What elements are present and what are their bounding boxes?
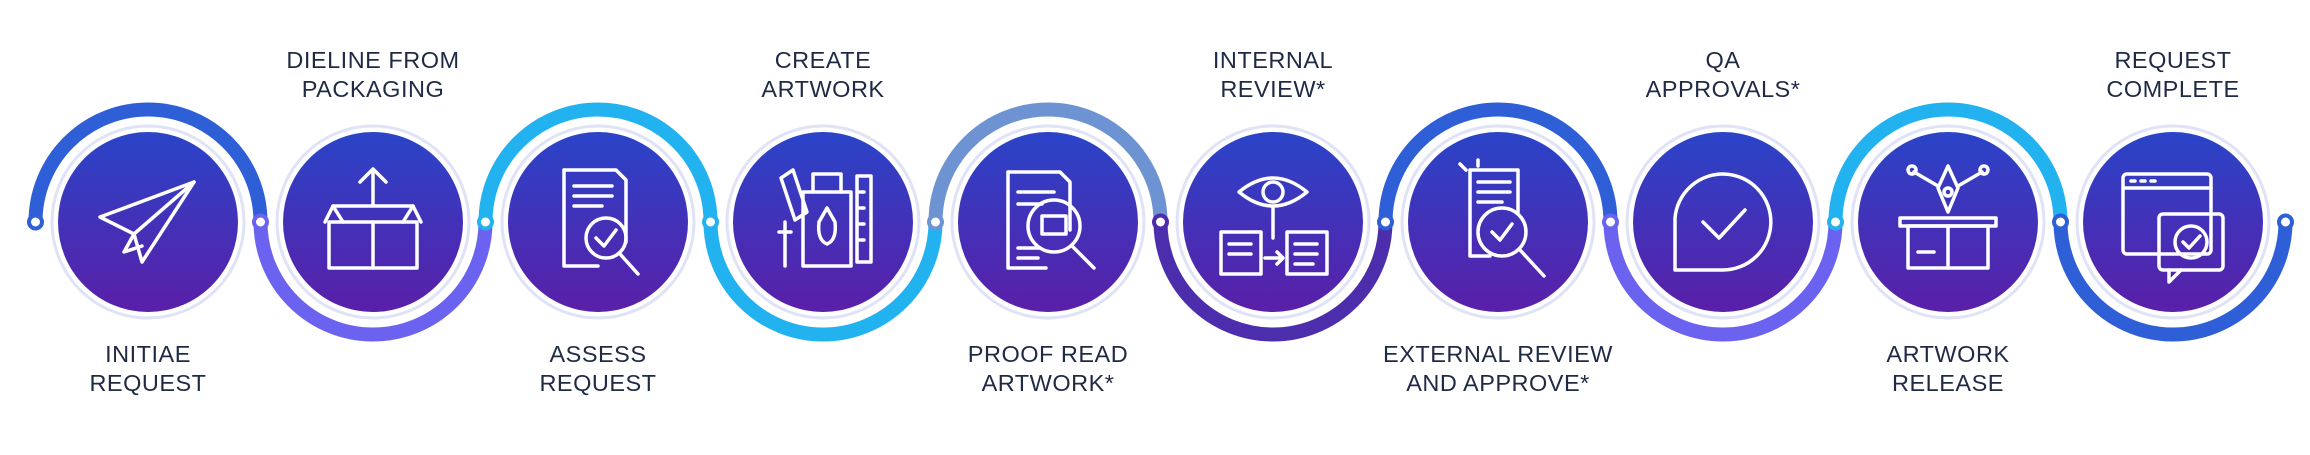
- window-check-icon: [2121, 172, 2225, 284]
- step-label-line: AND APPROVE*: [1406, 370, 1590, 396]
- step-label-initiate: INITIAE REQUEST: [0, 340, 298, 398]
- step-create: [725, 124, 921, 320]
- art-supplies-icon: [777, 168, 873, 268]
- paper-plane-icon: [98, 180, 196, 264]
- step-label-line: ARTWORK: [1886, 341, 2010, 367]
- step-circle: [1858, 132, 2038, 312]
- step-label-line: COMPLETE: [2106, 76, 2240, 102]
- connector-node: [1377, 213, 1394, 231]
- connector-node: [1152, 213, 1169, 231]
- step-label-dieline: DIELINE FROM PACKAGING: [223, 46, 523, 104]
- step-arc: [1603, 215, 1843, 342]
- step-label-qa: QA APPROVALS*: [1573, 46, 1873, 104]
- step-circle: [508, 132, 688, 312]
- step-arc: [478, 102, 718, 229]
- step-label-line: EXTERNAL REVIEW: [1383, 341, 1613, 367]
- step-label-line: RELEASE: [1892, 370, 2004, 396]
- step-arc: [1378, 102, 1618, 229]
- step-label-complete: REQUEST COMPLETE: [2023, 46, 2310, 104]
- step-arc: [703, 215, 943, 342]
- step-label-line: INTERNAL: [1212, 47, 1334, 73]
- step-circle: [1633, 132, 1813, 312]
- step-qa: [1625, 124, 1821, 320]
- step-complete: [2075, 124, 2271, 320]
- step-label-line: APPROVALS*: [1645, 76, 1801, 102]
- step-label-line: PACKAGING: [301, 76, 445, 102]
- connector-node: [2277, 213, 2294, 231]
- step-label-line: INITIAE: [105, 341, 191, 367]
- connector-node: [927, 213, 944, 231]
- step-arc: [928, 102, 1168, 229]
- step-label-external: EXTERNAL REVIEW AND APPROVE*: [1348, 340, 1648, 398]
- step-label-line: ARTWORK*: [981, 370, 1115, 396]
- step-label-line: REQUEST: [539, 370, 657, 396]
- step-label-proofread: PROOF READ ARTWORK*: [898, 340, 1198, 398]
- step-label-line: REQUEST: [2114, 47, 2232, 73]
- connector-node: [27, 213, 44, 231]
- step-label-line: REVIEW*: [1220, 76, 1326, 102]
- step-arc: [253, 215, 493, 342]
- connector-node: [702, 213, 719, 231]
- step-initiate: [50, 124, 246, 320]
- step-label-line: ARTWORK: [761, 76, 885, 102]
- step-arc: [28, 102, 268, 229]
- step-arc: [1828, 102, 2068, 229]
- step-arc: [1153, 215, 1393, 342]
- step-label-line: CREATE: [774, 47, 872, 73]
- step-label-line: QA: [1705, 47, 1741, 73]
- box-release-icon: [1898, 164, 1998, 270]
- document-search-check-icon: [562, 168, 640, 276]
- step-internal: [1175, 124, 1371, 320]
- step-label-line: ASSESS: [549, 341, 647, 367]
- step-dieline: [275, 124, 471, 320]
- step-label-create: CREATE ARTWORK: [673, 46, 973, 104]
- check-bubble-icon: [1673, 172, 1773, 272]
- eye-transfer-icon: [1219, 176, 1329, 276]
- step-circle: [958, 132, 1138, 312]
- step-label-internal: INTERNAL REVIEW*: [1123, 46, 1423, 104]
- step-label-assess: ASSESS REQUEST: [448, 340, 748, 398]
- connector-node: [252, 213, 269, 231]
- box-upload-icon: [323, 167, 423, 270]
- step-circle: [733, 132, 913, 312]
- step-assess: [500, 124, 696, 320]
- step-label-line: PROOF READ: [967, 341, 1129, 367]
- step-release: [1850, 124, 2046, 320]
- step-arc: [2053, 215, 2293, 342]
- connector-node: [477, 213, 494, 231]
- document-magnifier-icon: [1006, 170, 1096, 270]
- connector-node: [1602, 213, 1619, 231]
- document-review-icon: [1458, 158, 1546, 278]
- step-proofread: [950, 124, 1146, 320]
- step-circle: [2083, 132, 2263, 312]
- step-label-release: ARTWORK RELEASE: [1798, 340, 2098, 398]
- step-external: [1400, 124, 1596, 320]
- connector-node: [2052, 213, 2069, 231]
- step-label-line: DIELINE FROM: [286, 47, 460, 73]
- step-label-line: REQUEST: [89, 370, 207, 396]
- step-circle: [1408, 132, 1588, 312]
- connector-node: [1827, 213, 1844, 231]
